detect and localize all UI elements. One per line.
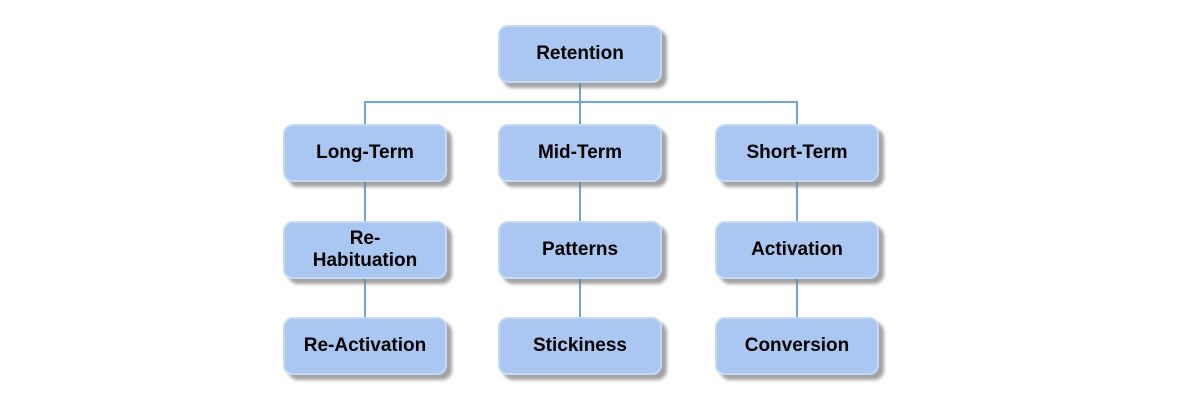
node-short-term-label: Short-Term	[746, 142, 848, 164]
node-re-activation: Re-Activation	[283, 317, 447, 375]
node-long-term: Long-Term	[283, 124, 447, 182]
node-re-habituation: Re- Habituation	[283, 221, 447, 279]
node-mid-term-label: Mid-Term	[537, 142, 623, 164]
node-retention: Retention	[498, 25, 662, 83]
connector-drop-long-term	[364, 101, 366, 124]
node-mid-term: Mid-Term	[498, 124, 662, 182]
connector-drop-mid-term	[579, 101, 581, 124]
node-stickiness-label: Stickiness	[533, 335, 627, 357]
node-activation-label: Activation	[751, 239, 843, 261]
node-re-activation-label: Re-Activation	[303, 335, 427, 357]
connector-children-bar	[364, 101, 798, 103]
node-retention-label: Retention	[536, 43, 624, 65]
node-conversion: Conversion	[715, 317, 879, 375]
node-activation: Activation	[715, 221, 879, 279]
connector-shortterm-activation	[796, 182, 798, 221]
connector-retention-stem	[579, 83, 581, 102]
connector-rehabituation-reactivation	[364, 279, 366, 317]
node-long-term-label: Long-Term	[316, 142, 414, 164]
node-patterns-label: Patterns	[541, 239, 619, 261]
node-stickiness: Stickiness	[498, 317, 662, 375]
node-re-habituation-label: Re- Habituation	[312, 228, 418, 271]
connector-activation-conversion	[796, 279, 798, 317]
node-conversion-label: Conversion	[744, 335, 850, 357]
node-patterns: Patterns	[498, 221, 662, 279]
connector-drop-short-term	[796, 101, 798, 124]
connector-longterm-rehabituation	[364, 182, 366, 221]
node-short-term: Short-Term	[715, 124, 879, 182]
connector-patterns-stickiness	[579, 279, 581, 317]
connector-midterm-patterns	[579, 182, 581, 221]
